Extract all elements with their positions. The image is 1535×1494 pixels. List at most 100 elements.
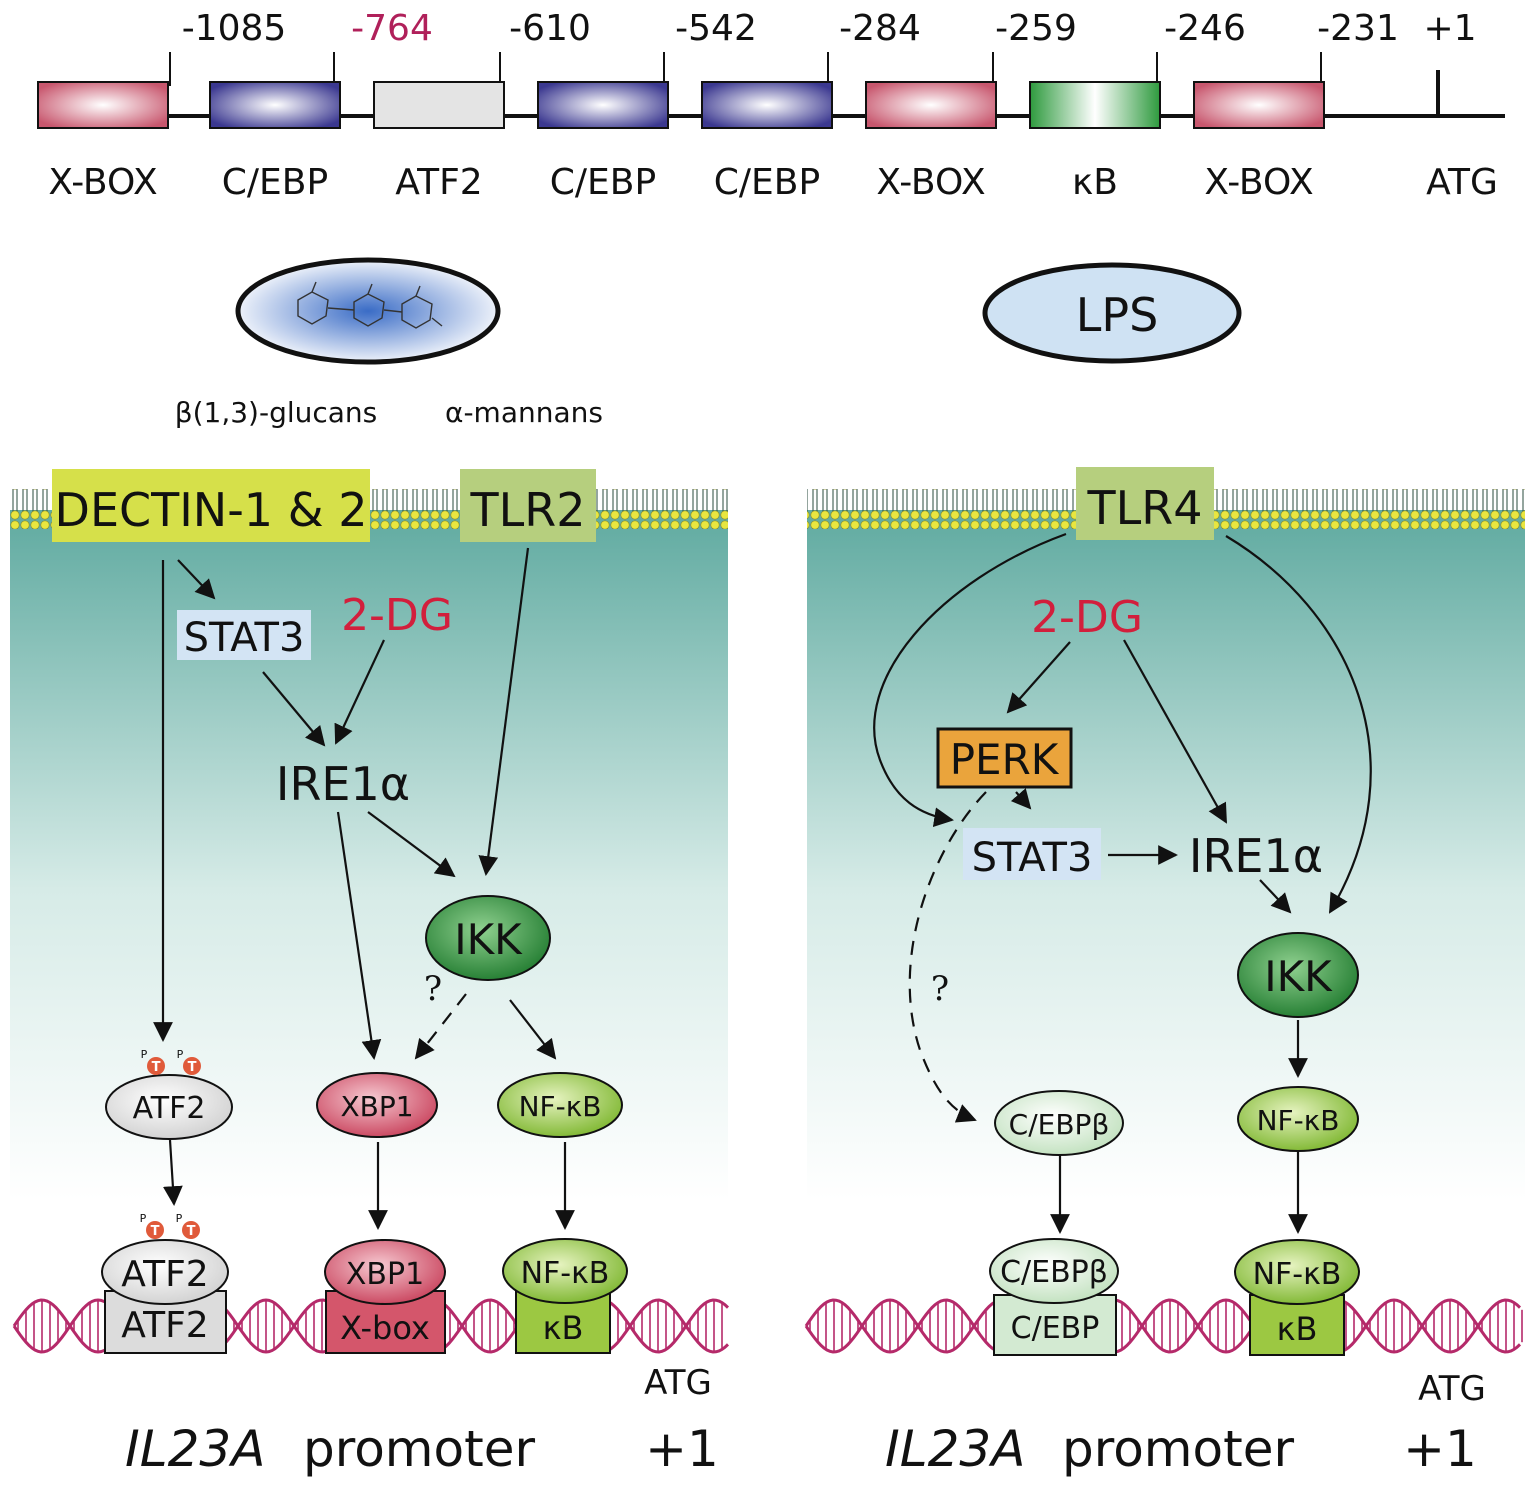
right-cebpb-label: C/EBPβ: [1009, 1108, 1110, 1141]
svg-text:C/EBP: C/EBP: [1011, 1311, 1100, 1346]
promoter-position-label: -610: [509, 8, 591, 49]
perk-box: [936, 727, 1073, 789]
right-2dg-label: 2-DG: [1031, 592, 1143, 643]
left-bound-atf2: ATF2 ATF2: [101, 1239, 229, 1354]
right-bound-cebpb: C/EBP C/EBPβ: [989, 1238, 1119, 1356]
lps-oval: [982, 262, 1242, 364]
glucan-molecule-icon: [297, 281, 443, 329]
arrow-atf2-to-bound: [163, 1139, 183, 1206]
promoter-box-cebp: [209, 81, 341, 129]
promoter-tick-marks: [169, 52, 1440, 116]
left-stat3-box: [177, 610, 311, 660]
left-ligand: β(1,3)-glucans α-mannans: [175, 257, 603, 429]
arrow-2dg-to-ire1a: [1123, 639, 1227, 824]
left-ikk-label: IKK: [454, 915, 523, 964]
left-atf2-label: ATF2: [133, 1091, 206, 1126]
arrow-ire1a-to-ikk: [1259, 879, 1292, 914]
promoter-element-label: κB: [1072, 162, 1118, 203]
left-xbp1-oval: [316, 1072, 438, 1138]
promoter-atg-label: ATG: [1426, 162, 1498, 203]
promoter-element-boxes: [37, 81, 1325, 129]
promoter-position-labels: -1085-764-610-542-284-259-246-231+1: [182, 8, 1477, 49]
phospho-marks-bound-atf2: T P T P: [140, 1212, 200, 1239]
promoter-box-cebp: [537, 81, 669, 129]
promoter-box-xbox: [37, 81, 169, 129]
promoter-box-atf2: [373, 81, 505, 129]
arrow-perk-to-stat3: [1010, 788, 1032, 810]
left-nfkb-label: NF-κB: [519, 1090, 602, 1123]
arrow-ikk-to-nfkb: [509, 999, 557, 1060]
left-2dg-label: 2-DG: [341, 590, 453, 641]
promoter-element-label: ATF2: [395, 162, 482, 203]
right-ikk-oval: [1237, 932, 1359, 1018]
left-bound-nfkb: κB NF-κB: [502, 1238, 628, 1354]
right-nodes: 2-DG PERK STAT3 IRE1α IKK ? C/EBPβ NF-κB: [931, 592, 1359, 1156]
right-ligand: LPS: [982, 262, 1242, 364]
right-arrows: [873, 532, 1372, 1234]
left-footer: ATG IL23A promoter +1: [125, 1363, 719, 1478]
promoter-box-kb: [1029, 81, 1161, 129]
cebp-binding-site: [993, 1294, 1117, 1356]
left-promoter-label: promoter: [303, 1420, 535, 1478]
svg-text:NF-κB: NF-κB: [1253, 1257, 1342, 1292]
bound-cebpb-oval: [989, 1238, 1119, 1304]
right-bound-nfkb: κB NF-κB: [1234, 1239, 1360, 1356]
left-gene-label: IL23A: [125, 1420, 265, 1478]
right-nfkb-label: NF-κB: [1257, 1104, 1340, 1137]
promoter-box-xbox: [865, 81, 997, 129]
right-atg-label: ATG: [1418, 1369, 1486, 1409]
svg-text:T: T: [152, 1060, 161, 1075]
right-footer: ATG IL23A promoter +1: [885, 1369, 1486, 1478]
right-plus-one-label: +1: [1403, 1420, 1477, 1478]
svg-text:T: T: [187, 1224, 196, 1239]
promoter-box-cebp: [701, 81, 833, 129]
left-atg-label: ATG: [644, 1363, 712, 1403]
right-nfkb-oval: [1237, 1086, 1359, 1152]
left-atf2-oval: [105, 1074, 233, 1140]
dashed-arrow-ikk-to-xbp1: [414, 993, 467, 1060]
left-ire1a-label: IRE1α: [276, 757, 410, 811]
right-dna-strand-b: [804, 1298, 1522, 1354]
svg-text:ATF2: ATF2: [121, 1254, 208, 1295]
bound-atf2-oval: [101, 1239, 229, 1305]
left-arrows: [153, 547, 575, 1230]
glucans-label: β(1,3)-glucans: [175, 396, 378, 429]
phospho-t-icon: [147, 1057, 165, 1075]
left-receptors: DECTIN-1 & 2 TLR2: [52, 469, 596, 542]
svg-text:XBP1: XBP1: [346, 1257, 424, 1292]
svg-text:κB: κB: [543, 1309, 584, 1347]
svg-text:ATF2: ATF2: [121, 1305, 208, 1346]
left-stat3-label: STAT3: [184, 615, 305, 661]
promoter-position-label: -542: [675, 8, 757, 49]
dectin-receptor-box: [52, 469, 370, 542]
arrow-stat3-to-ire1a: [262, 671, 326, 747]
svg-text:κB: κB: [1277, 1310, 1318, 1348]
promoter-element-label: X-BOX: [48, 162, 157, 203]
right-question-mark: ?: [931, 969, 949, 1009]
perk-label: PERK: [950, 735, 1060, 784]
arrow-ire1a-to-ikk: [367, 811, 456, 878]
svg-text:P: P: [140, 1212, 147, 1225]
tlr2-receptor-label: TLR2: [470, 483, 586, 537]
promoter-element-label: C/EBP: [222, 162, 328, 203]
promoter-position-label: -246: [1164, 8, 1246, 49]
mannans-label: α-mannans: [445, 396, 603, 429]
promoter-element-label: X-BOX: [1204, 162, 1313, 203]
arrow-tlr4-to-stat3: [873, 532, 1067, 828]
dectin-receptor-label: DECTIN-1 & 2: [55, 483, 368, 537]
promoter-map: -1085-764-610-542-284-259-246-231+1 X-BO…: [37, 8, 1505, 203]
glucan-mannan-oval: [235, 257, 501, 365]
right-gene-label: IL23A: [885, 1420, 1025, 1478]
right-receptor: TLR4: [1076, 467, 1214, 540]
svg-text:T: T: [188, 1060, 197, 1075]
phospho-t-icon: [146, 1221, 164, 1239]
right-stat3-box: [963, 828, 1101, 880]
right-stat3-label: STAT3: [972, 835, 1093, 881]
svg-text:P: P: [141, 1048, 148, 1061]
arrow-tlr4-to-ikk: [1225, 535, 1372, 914]
left-ikk-oval: [425, 895, 551, 981]
tlr2-receptor-box: [460, 469, 596, 542]
arrow-tlr2-to-ikk: [478, 547, 530, 876]
